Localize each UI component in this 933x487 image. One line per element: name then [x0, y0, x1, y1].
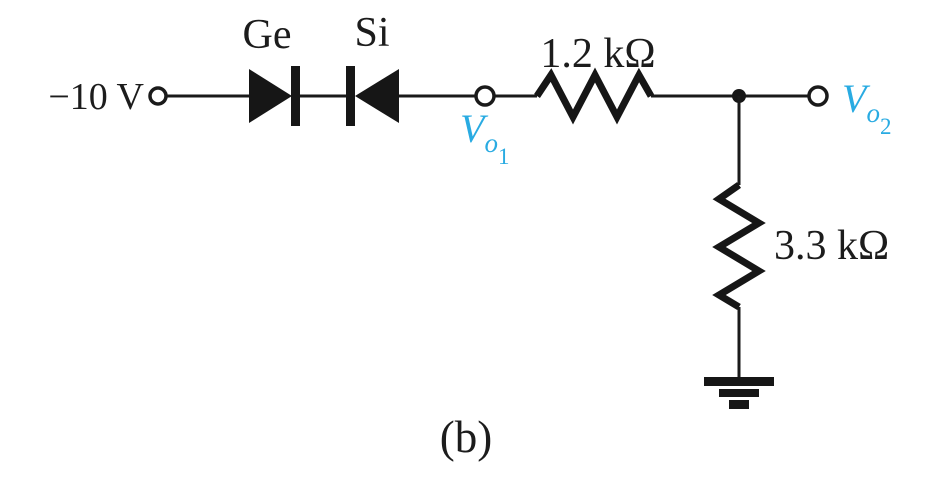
vo1-label-index: 1: [498, 144, 510, 169]
diode-ge-cathode-bar: [291, 66, 300, 126]
vo2-label-sub: o: [866, 98, 880, 128]
diode-si-triangle: [355, 69, 399, 123]
diode-ge: [249, 66, 300, 126]
vo2-label-index: 2: [880, 114, 892, 139]
figure-caption: (b): [440, 412, 492, 462]
ground-bar-bottom: [729, 400, 749, 409]
resistor-r1-label: 1.2 kΩ: [540, 31, 655, 77]
vo2-label: Vo2: [842, 76, 891, 139]
vo1-label-sub: o: [484, 128, 498, 158]
diode-si-cathode-bar: [346, 66, 355, 126]
resistor-r2-label: 3.3 kΩ: [774, 223, 889, 269]
diode-ge-label: Ge: [243, 12, 292, 58]
ground-bar-middle: [719, 389, 759, 397]
source-terminal-circle: [148, 86, 168, 106]
ground-bar-top: [704, 377, 774, 386]
vo2-label-base: V: [842, 76, 871, 121]
vo1-label: Vo1: [460, 106, 509, 169]
resistor-r1-zigzag: [534, 67, 655, 125]
diode-si-label: Si: [354, 10, 389, 56]
vo2-terminal-circle: [807, 85, 829, 107]
diode-si: [346, 66, 399, 126]
vo1-terminal-circle: [474, 85, 496, 107]
vo1-label-base: V: [460, 106, 489, 151]
resistor-r2-zigzag: [712, 182, 766, 311]
diode-ge-triangle: [249, 69, 292, 123]
source-voltage-label: −10 V: [48, 76, 144, 118]
ground-icon: [704, 377, 774, 409]
